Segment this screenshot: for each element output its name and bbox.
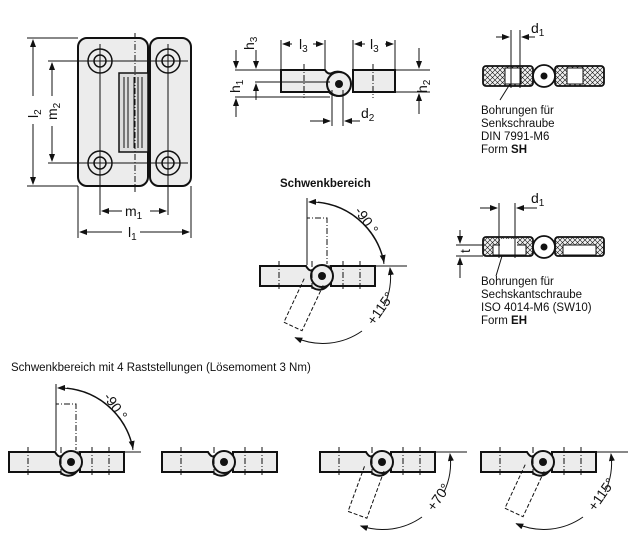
right-leaf bbox=[232, 451, 278, 473]
sh-note-2: Senkschraube bbox=[481, 118, 555, 130]
detent-positions: -90 ° +70° +115° bbox=[8, 384, 628, 531]
pin-icon bbox=[378, 458, 386, 466]
side-view: l3 l3 h3 h1 h2 d2 bbox=[227, 36, 433, 126]
right-leaf bbox=[330, 265, 376, 287]
front-view: l2 m2 m1 l1 bbox=[25, 33, 192, 243]
dim-d1-sh: d1 bbox=[531, 20, 545, 39]
right-leaf bbox=[390, 451, 436, 473]
detent-position-4: +115° bbox=[480, 447, 628, 530]
dim-l3-left: l3 bbox=[299, 36, 308, 55]
pin-icon bbox=[67, 458, 75, 466]
angle-label-up: -90 ° bbox=[101, 390, 131, 424]
eh-note-3: ISO 4014-M6 (SW10) bbox=[481, 302, 592, 314]
sh-note-3: DIN 7991-M6 bbox=[481, 131, 549, 143]
right-leaf bbox=[149, 37, 192, 187]
eh-note-1: Bohrungen für bbox=[481, 276, 554, 288]
dim-t: t bbox=[457, 249, 473, 253]
angle-label-down: +115° bbox=[363, 289, 397, 328]
detent-position-3: +70° bbox=[319, 447, 467, 531]
right-leaf bbox=[551, 451, 597, 473]
eh-form: Form EH bbox=[481, 315, 527, 327]
dim-d1-eh: d1 bbox=[531, 190, 545, 209]
dim-h2: h2 bbox=[414, 79, 433, 93]
swing-range-diagram: -90 ° +115° bbox=[259, 198, 407, 344]
dim-l3-right: l3 bbox=[370, 36, 379, 55]
swing-title: Schwenkbereich bbox=[280, 178, 371, 190]
swing-leaf-up bbox=[55, 403, 77, 451]
pin-icon bbox=[318, 272, 326, 280]
dim-m1: m1 bbox=[125, 203, 143, 222]
eh-note-2: Sechskantschraube bbox=[481, 289, 582, 301]
dim-l2: l2 bbox=[25, 109, 44, 118]
detent-position-1: -90 ° bbox=[8, 384, 141, 477]
angle-label-down: +70° bbox=[423, 480, 453, 513]
angle-label-up: -90 ° bbox=[352, 204, 382, 238]
right-leaf bbox=[79, 451, 125, 473]
detent-caption: Schwenkbereich mit 4 Raststellungen (Lös… bbox=[11, 362, 311, 374]
dim-m2: m2 bbox=[44, 102, 63, 120]
pin-icon bbox=[539, 458, 547, 466]
detent-position-2 bbox=[161, 447, 278, 477]
mounting-holes bbox=[48, 44, 188, 215]
swing-leaf-down bbox=[504, 462, 545, 518]
section-sh: d1 Bohrungen für Senkschraube DIN 7991-M… bbox=[481, 20, 605, 156]
dim-h1: h1 bbox=[227, 79, 246, 93]
swing-leaf-down bbox=[347, 464, 385, 519]
sh-note-1: Bohrungen für bbox=[481, 105, 554, 117]
dim-h3: h3 bbox=[241, 36, 260, 50]
swing-hinge: -90 ° +115° bbox=[259, 198, 407, 344]
dim-l1: l1 bbox=[128, 224, 137, 243]
pin-icon bbox=[220, 458, 228, 466]
dim-d2: d2 bbox=[361, 105, 375, 124]
swing-leaf-down bbox=[283, 276, 324, 332]
angle-label-down: +115° bbox=[584, 475, 618, 514]
swing-leaf-up bbox=[306, 217, 328, 265]
sh-form: Form SH bbox=[481, 144, 527, 156]
section-eh: d1 t Bohrungen für Sechskantschraube ISO… bbox=[456, 190, 605, 327]
